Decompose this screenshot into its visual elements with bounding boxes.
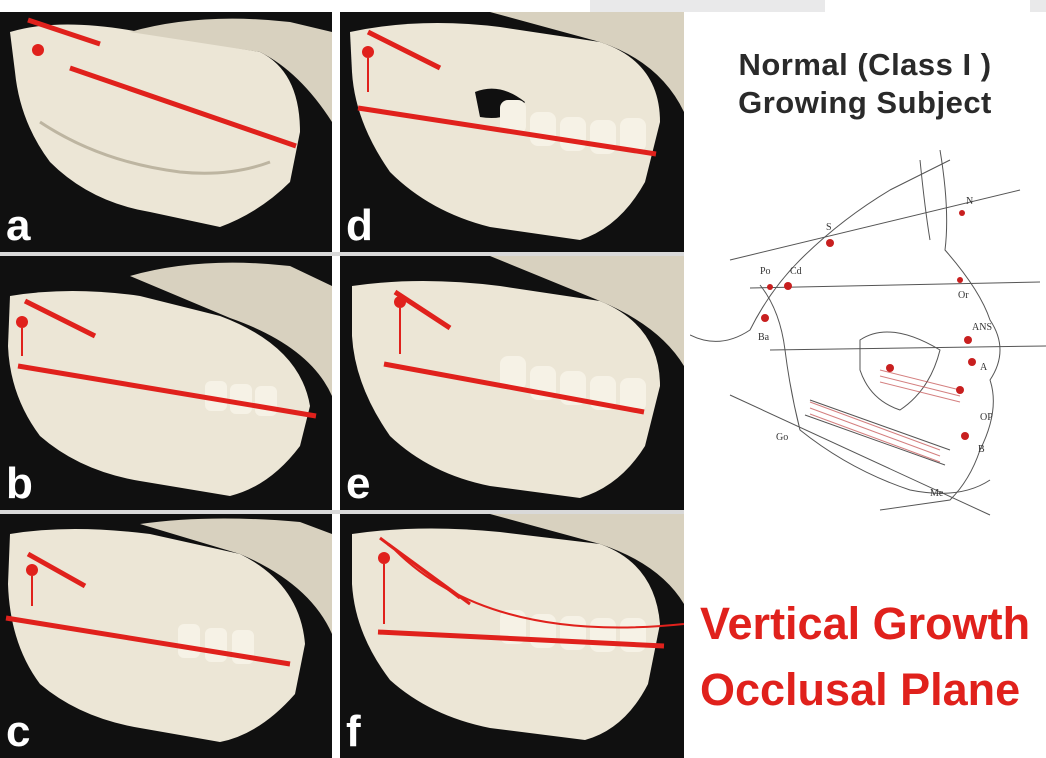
landmark-a: A	[980, 362, 988, 373]
landmark-po: Po	[760, 266, 771, 277]
landmark-cd: Cd	[790, 266, 802, 277]
panel-divider	[0, 252, 684, 256]
figure-title: Normal (Class I ) Growing Subject	[700, 46, 1030, 122]
landmark-go: Go	[776, 432, 788, 443]
panel-divider	[332, 12, 340, 758]
landmark-op: OP	[980, 412, 993, 423]
top-band	[0, 0, 1046, 12]
panel-c: c	[0, 514, 332, 758]
panel-b: b	[0, 256, 332, 510]
landmark-or: Or	[958, 290, 969, 301]
caption-line-2: Occlusal Plane	[700, 664, 1040, 716]
top-shade-right	[1030, 0, 1046, 12]
panel-letter: b	[6, 462, 33, 506]
skull-jaw-photo-icon	[340, 256, 684, 510]
panel-d: d	[340, 12, 684, 252]
cephalometric-tracing-icon: S N Po Cd Or Ba ANS A OP Go B Me	[690, 150, 1046, 520]
landmark-me: Me	[930, 488, 944, 499]
landmark-ans: ANS	[972, 322, 992, 333]
panel-e: e	[340, 256, 684, 510]
panel-letter: e	[346, 462, 370, 506]
panel-letter: d	[346, 204, 373, 248]
skull-jaw-photo-icon	[0, 256, 332, 510]
panel-letter: f	[346, 710, 361, 754]
panel-divider	[0, 510, 684, 514]
panel-a: a	[0, 12, 332, 252]
skull-jaw-photo-icon	[340, 12, 684, 252]
skull-jaw-photo-icon	[0, 514, 332, 758]
skull-jaw-photo-icon	[340, 514, 684, 758]
panel-f: f	[340, 514, 684, 758]
top-shade	[590, 0, 825, 12]
landmark-n: N	[966, 196, 973, 207]
title-line-1: Normal (Class I )	[700, 46, 1030, 84]
caption-line-1: Vertical Growth	[700, 598, 1040, 650]
panel-letter: c	[6, 710, 30, 754]
landmark-b: B	[978, 444, 985, 455]
skull-jaw-photo-icon	[0, 12, 332, 252]
title-line-2: Growing Subject	[700, 84, 1030, 122]
landmark-s: S	[826, 222, 832, 233]
landmark-ba: Ba	[758, 332, 770, 343]
panel-letter: a	[6, 204, 30, 248]
